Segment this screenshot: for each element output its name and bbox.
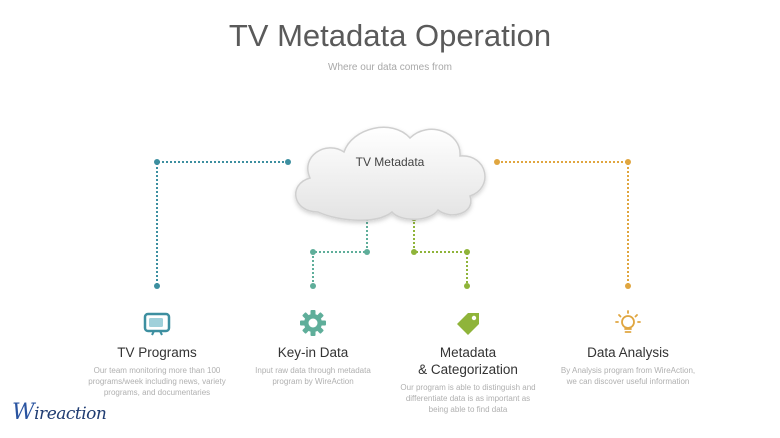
connector-analysis <box>497 161 629 286</box>
column-heading: Data Analysis <box>587 345 669 360</box>
column-metadata-categorization: Metadata & Categorization Our program is… <box>398 308 538 415</box>
logo-initial: W <box>12 400 35 425</box>
column-description: Our team monitoring more than 100 progra… <box>88 366 226 397</box>
cloud-label: TV Metadata <box>355 155 425 169</box>
column-description: By Analysis program from WireAction, we … <box>560 366 696 386</box>
column-heading: TV Programs <box>117 345 197 360</box>
column-tv-programs: TV Programs Our team monitoring more tha… <box>87 308 227 398</box>
wireaction-logo: Wireaction <box>12 400 107 425</box>
column-heading: Metadata & Categorization <box>418 345 518 377</box>
column-description: Our program is able to distinguish and d… <box>400 383 536 414</box>
page-subtitle: Where our data comes from <box>328 62 452 73</box>
column-description: Input raw data through metadata program … <box>255 366 371 386</box>
logo-text: ireaction <box>34 404 107 424</box>
lightbulb-icon <box>615 310 641 333</box>
column-key-in-data: Key-in Data Input raw data through metad… <box>243 308 383 387</box>
page-title: TV Metadata Operation <box>228 18 552 53</box>
column-heading: Key-in Data <box>277 345 349 360</box>
connector-keyin <box>312 218 368 286</box>
gear-icon <box>300 310 326 336</box>
connector-tv <box>156 161 288 286</box>
cloud-shape <box>294 126 486 221</box>
tv-icon <box>143 312 171 336</box>
tag-icon <box>457 313 479 335</box>
column-data-analysis: Data Analysis By Analysis program from W… <box>558 308 698 387</box>
connector-meta <box>413 218 468 286</box>
